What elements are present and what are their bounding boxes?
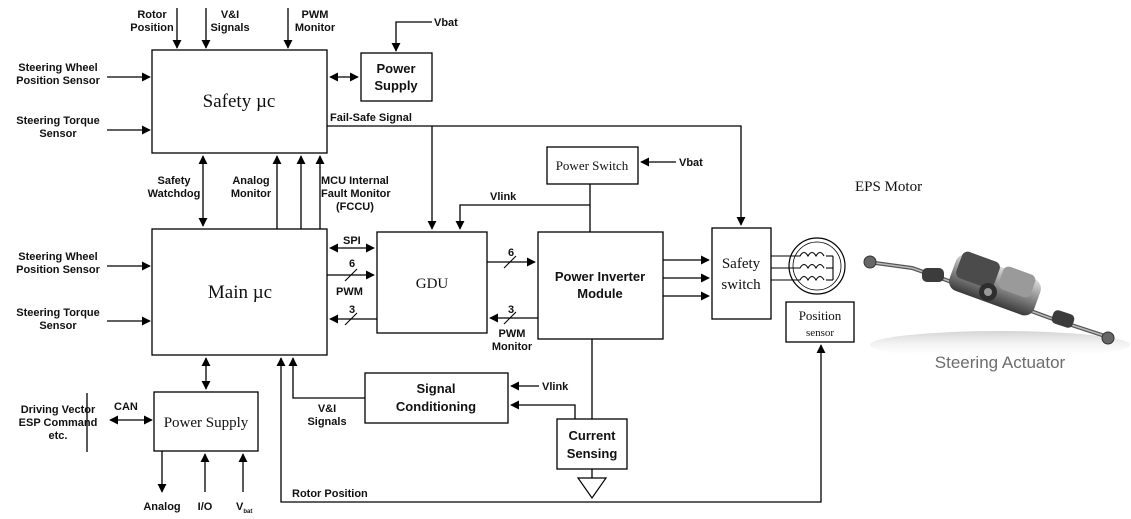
current-sensing-label-1: Current	[569, 428, 617, 443]
pwm-monitor-top-label-2: Monitor	[295, 22, 336, 34]
current-sensing-label-2: Sensing	[567, 446, 618, 461]
sw-pos-sensor-2-label-2: Position Sensor	[16, 264, 100, 276]
driving-vector-label-1: Driving Vector	[21, 404, 96, 416]
rotor-position-top-label-1: Rotor	[137, 9, 167, 21]
vi-signals-top-label-2: Signals	[210, 22, 249, 34]
sw-pos-sensor-1-label-1: Steering Wheel	[18, 62, 97, 74]
mcu-fault-label-3: (FCCU)	[336, 201, 374, 213]
vlink-top-label: Vlink	[490, 191, 517, 203]
safety-switch-label-2: switch	[721, 277, 761, 293]
vbat-bottom-label: Vbat	[236, 501, 252, 515]
power-supply-bottom-label: Power Supply	[164, 415, 249, 431]
rotor-position-bottom-label: Rotor Position	[292, 488, 368, 500]
power-inverter-label-2: Module	[577, 286, 623, 301]
position-sensor-label-1: Position	[799, 308, 842, 323]
power-supply-top-label-1: Power	[376, 61, 415, 76]
pwm-monitor-right-label-2: Monitor	[492, 341, 533, 353]
bus6-left-label: 6	[349, 258, 355, 270]
power-supply-top-label-2: Supply	[374, 78, 418, 93]
torque-sensor-2-label-1: Steering Torque	[16, 307, 100, 319]
analog-monitor-label-2: Monitor	[231, 188, 272, 200]
vi-signals-top-label-1: V&I	[221, 9, 239, 21]
vi-signals-to-main	[293, 358, 365, 398]
fail-safe-line	[327, 126, 741, 225]
safety-watchdog-label-2: Watchdog	[148, 188, 201, 200]
eps-motor-symbol	[771, 238, 845, 294]
bus3-left-label: 3	[349, 304, 355, 316]
torque-sensor-1-label-1: Steering Torque	[16, 115, 100, 127]
sw-pos-sensor-1-label-2: Position Sensor	[16, 75, 100, 87]
position-sensor-label-2: sensor	[806, 327, 834, 339]
io-bottom-label: I/O	[198, 501, 213, 513]
safety-uc-label: Safety µc	[203, 91, 276, 112]
ground-symbol	[578, 478, 606, 498]
analog-bottom-label: Analog	[143, 501, 180, 513]
safety-switch-label-1: Safety	[722, 256, 761, 272]
driving-vector-label-3: etc.	[49, 430, 68, 442]
mcu-fault-label-2: Fault Monitor	[321, 188, 391, 200]
spi-label: SPI	[343, 235, 361, 247]
power-inverter-label-1: Power Inverter	[555, 269, 645, 284]
torque-sensor-1-label-2: Sensor	[39, 128, 77, 140]
mcu-fault-label-1: MCU Internal	[321, 175, 389, 187]
vbat-top-arrow	[396, 22, 432, 51]
steering-actuator-label: Steering Actuator	[935, 353, 1066, 372]
sw-pos-sensor-2-label-1: Steering Wheel	[18, 251, 97, 263]
vbat-top-label: Vbat	[434, 17, 458, 29]
torque-sensor-2-label-2: Sensor	[39, 320, 77, 332]
main-uc-label: Main µc	[208, 282, 272, 303]
vlink-signal-label: Vlink	[542, 381, 569, 393]
bus3-right-label: 3	[508, 304, 514, 316]
pwm-left-label: PWM	[336, 286, 363, 298]
driving-vector-label-2: ESP Command	[19, 417, 98, 429]
current-sensing-to-signal-conditioning	[511, 405, 575, 419]
gdu-label: GDU	[416, 276, 449, 292]
signal-conditioning-label-2: Conditioning	[396, 399, 476, 414]
steering-actuator-image	[864, 250, 1130, 359]
rotor-position-top-label-2: Position	[130, 22, 174, 34]
rotor-position-loop	[281, 345, 821, 502]
can-label: CAN	[114, 401, 138, 413]
eps-motor-label: EPS Motor	[855, 179, 922, 195]
vlink-to-gdu	[460, 205, 590, 229]
safety-watchdog-label-1: Safety	[157, 175, 191, 187]
power-switch-label: Power Switch	[556, 158, 629, 173]
fail-safe-label: Fail-Safe Signal	[330, 112, 412, 124]
vi-signals-bottom-label-2: Signals	[307, 416, 346, 428]
analog-monitor-label-1: Analog	[232, 175, 269, 187]
vi-signals-bottom-label-1: V&I	[318, 403, 336, 415]
safety-switch-block	[712, 228, 771, 319]
current-sensing-block	[557, 419, 627, 469]
signal-conditioning-label-1: Signal	[416, 381, 455, 396]
bus6-right-label: 6	[508, 247, 514, 259]
pwm-monitor-right-label-1: PWM	[499, 328, 526, 340]
pwm-monitor-top-label-1: PWM	[302, 9, 329, 21]
vbat-switch-label: Vbat	[679, 157, 703, 169]
